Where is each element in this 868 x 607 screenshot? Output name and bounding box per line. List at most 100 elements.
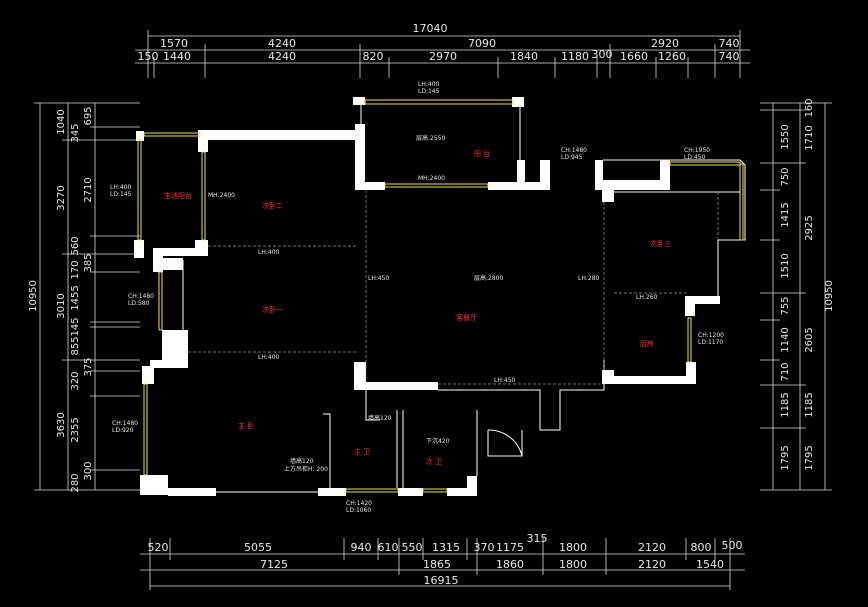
dim-right-1710: 1710 xyxy=(804,125,815,150)
note-ch-945-ch: CH:1480 xyxy=(561,147,587,154)
note-wall-height-1: 墙高120 xyxy=(368,414,392,422)
note-lh280: LH:280 xyxy=(578,275,600,282)
dim-left-3630: 3630 xyxy=(56,412,67,437)
dim-left2-560: 560 xyxy=(70,236,81,255)
note-ch-920-ld: LD:920 xyxy=(112,427,134,434)
note-left-window-lh: LH:400 xyxy=(110,184,132,191)
dim-bot-940: 940 xyxy=(351,541,372,554)
note-ch-450-ld: LD:450 xyxy=(684,154,706,161)
dim-bot2-2120: 2120 xyxy=(638,558,666,571)
dim-left2-145: 145 xyxy=(70,317,81,336)
dim-top-2920: 2920 xyxy=(651,37,679,50)
room-master-bath: 主 卫 xyxy=(354,447,370,456)
note-ch-920-ch: CH:1480 xyxy=(112,420,138,427)
dim-bot-315: 315 xyxy=(527,532,548,545)
dim-bot-500: 500 xyxy=(722,539,743,552)
dim-left2-385: 385 xyxy=(83,253,94,272)
note-ch-1170-ld: LD:1170 xyxy=(698,339,723,346)
dim-top2-150: 150 xyxy=(138,50,159,63)
note-mh-top: MH:2400 xyxy=(418,175,445,182)
note-upper-cabinet: 上方吊柜H: 200 xyxy=(284,465,328,473)
dim-left2-375: 375 xyxy=(83,357,94,376)
dim-right-2605: 2605 xyxy=(804,327,815,352)
note-ch-1170-ch: CH:1200 xyxy=(698,332,724,339)
dim-top2-1260: 1260 xyxy=(658,50,686,63)
dim-bot2-1540: 1540 xyxy=(696,558,724,571)
dim-bot-370: 370 xyxy=(474,541,495,554)
dim-right2-1140: 1140 xyxy=(780,327,791,352)
note-ch-1060-ld: LD:1060 xyxy=(346,507,371,514)
dim-right2-750: 750 xyxy=(780,167,791,186)
dim-top2-1660: 1660 xyxy=(620,50,648,63)
balcony-ceiling-height: 层高:2550 xyxy=(416,134,445,142)
room-sun-balcony: 生活阳台 xyxy=(164,191,192,200)
dim-bot2-1860: 1860 xyxy=(496,558,524,571)
dim-bot-1800: 1800 xyxy=(559,541,587,554)
note-lh400-lower: LH:400 xyxy=(258,354,280,361)
dim-left2-2355: 2355 xyxy=(70,417,81,442)
dim-top2-820: 820 xyxy=(363,50,384,63)
dim-top-740: 740 xyxy=(719,37,740,50)
dim-bot2-1865: 1865 xyxy=(423,558,451,571)
dim-left2-855: 855 xyxy=(70,336,81,355)
dim-bot-520: 520 xyxy=(148,541,169,554)
living-ceiling-height: 层高:2800 xyxy=(474,274,503,282)
dim-left2-2710: 2710 xyxy=(83,177,94,202)
dim-bot-total: 16915 xyxy=(424,574,459,587)
note-sunken: 下沉420 xyxy=(426,437,450,445)
note-ch-1060-ch: CH:1420 xyxy=(346,500,372,507)
note-left-window-ld: LD:145 xyxy=(110,191,132,198)
dim-bot-550: 550 xyxy=(402,541,423,554)
dim-left2-1455: 1455 xyxy=(70,285,81,310)
room-bedroom-3: 次卧三 xyxy=(650,239,671,248)
dim-left2-320: 320 xyxy=(70,371,81,390)
room-labels: 阳 台 层高:2550 生活阳台 次卧二 次卧一 次卧三 客餐厅 层高:2800… xyxy=(164,134,671,466)
dim-right2-710: 710 xyxy=(780,362,791,381)
dim-right-1795: 1795 xyxy=(804,445,815,470)
dim-right-1185: 1185 xyxy=(804,392,815,417)
room-living-dining: 客餐厅 xyxy=(456,313,477,322)
dim-left-total: 10950 xyxy=(28,280,39,312)
dim-top2-1440: 1440 xyxy=(163,50,191,63)
dim-left2-300: 300 xyxy=(83,461,94,480)
room-bedroom-1: 次卧一 xyxy=(262,305,283,314)
right-dimensions: 160 1710 2925 2605 1185 1795 10950 1550 … xyxy=(760,98,835,491)
dim-top2-300: 300 xyxy=(592,48,613,61)
dim-left-1040: 1040 xyxy=(56,109,67,134)
note-ch-580-ch: CH:1480 xyxy=(128,293,154,300)
dim-right2-1510: 1510 xyxy=(780,253,791,278)
dim-left2-170: 170 xyxy=(70,260,81,279)
note-top-window-ld: LD:145 xyxy=(418,88,440,95)
note-ch-450-ch: CH:1950 xyxy=(684,147,710,154)
note-lh450-bottom: LH:450 xyxy=(494,377,516,384)
dim-right-total: 10950 xyxy=(824,280,835,312)
walls xyxy=(134,97,746,496)
dim-top-7090: 7090 xyxy=(468,37,496,50)
room-second-bath: 次 卫 xyxy=(426,457,442,466)
dim-top-4240: 4240 xyxy=(268,37,296,50)
room-master-bedroom: 主 卧 xyxy=(238,421,254,430)
dim-top2-2970: 2970 xyxy=(429,50,457,63)
note-lh400-upper: LH:400 xyxy=(258,249,280,256)
room-kitchen: 厨房 xyxy=(640,339,654,348)
dim-bot-800: 800 xyxy=(691,541,712,554)
dim-left-3270: 3270 xyxy=(56,185,67,210)
dim-bot2-1800: 1800 xyxy=(559,558,587,571)
top-dimensions: 17040 1570 4240 7090 2920 740 150 1440 4… xyxy=(135,22,750,78)
dim-top2-1180: 1180 xyxy=(561,50,589,63)
bottom-dimensions: 520 5055 940 610 550 1315 370 1175 1800 … xyxy=(140,532,745,590)
dim-left2-345: 345 xyxy=(70,123,81,142)
dim-left2-695: 695 xyxy=(83,106,94,125)
dim-top-total: 17040 xyxy=(413,22,448,35)
room-bedroom-2: 次卧二 xyxy=(262,201,283,210)
dim-top2-4240: 4240 xyxy=(268,50,296,63)
dim-bot-1315: 1315 xyxy=(432,541,460,554)
dim-bot-2120: 2120 xyxy=(638,541,666,554)
dim-right2-755: 755 xyxy=(780,296,791,315)
dim-top2-1840: 1840 xyxy=(510,50,538,63)
dim-bot2-7125: 7125 xyxy=(260,558,288,571)
dim-right2-1795: 1795 xyxy=(780,445,791,470)
dim-right-2925: 2925 xyxy=(804,215,815,240)
dim-top2-740: 740 xyxy=(719,50,740,63)
